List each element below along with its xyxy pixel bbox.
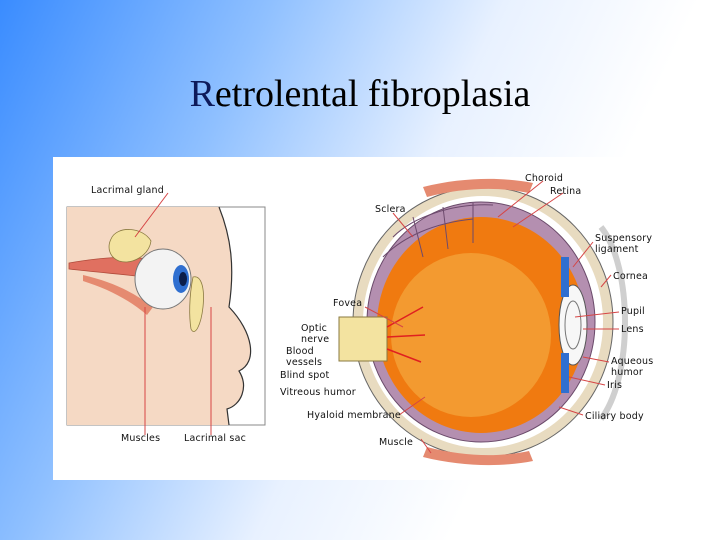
label-fovea: Fovea bbox=[333, 298, 363, 309]
label-hyaloid-membrane: Hyaloid membrane bbox=[307, 410, 401, 421]
label-lacrimal-sac: Lacrimal sac bbox=[184, 433, 247, 444]
label-sclera: Sclera bbox=[375, 204, 406, 215]
eye-anatomy-illustration bbox=[66, 178, 628, 466]
label-iris: Iris bbox=[607, 380, 623, 391]
leader-lines bbox=[134, 180, 620, 454]
label-retina: Retina bbox=[550, 186, 582, 197]
title-first-letter: R bbox=[189, 73, 215, 115]
label-pupil: Pupil bbox=[621, 306, 645, 317]
slide-title: Retrolental fibroplasia bbox=[0, 72, 720, 116]
label-lens: Lens bbox=[621, 324, 644, 335]
label-cornea: Cornea bbox=[613, 271, 649, 282]
label-ciliary-body: Ciliary body bbox=[585, 411, 644, 422]
label-blind-spot: Blind spot bbox=[280, 370, 330, 381]
title-rest: etrolental fibroplasia bbox=[214, 73, 531, 115]
label-aqueous-humor: Aqueous humor bbox=[611, 356, 654, 378]
label-muscles: Muscles bbox=[121, 433, 161, 444]
label-lacrimal-gland: Lacrimal gland bbox=[91, 185, 164, 196]
face-side-view bbox=[66, 206, 266, 426]
label-vitreous-humor: Vitreous humor bbox=[280, 387, 356, 398]
eye-diagram-panel: Lacrimal gland Muscles Lacrimal sac Chor… bbox=[53, 157, 665, 480]
label-choroid: Choroid bbox=[525, 173, 564, 184]
label-optic-nerve: Optic nerve bbox=[301, 323, 330, 345]
label-suspensory-ligament: Suspensory ligament bbox=[595, 233, 653, 255]
eyeball-cross-section bbox=[338, 178, 628, 466]
label-muscle: Muscle bbox=[379, 437, 414, 448]
label-blood-vessels: Blood vessels bbox=[286, 346, 323, 368]
